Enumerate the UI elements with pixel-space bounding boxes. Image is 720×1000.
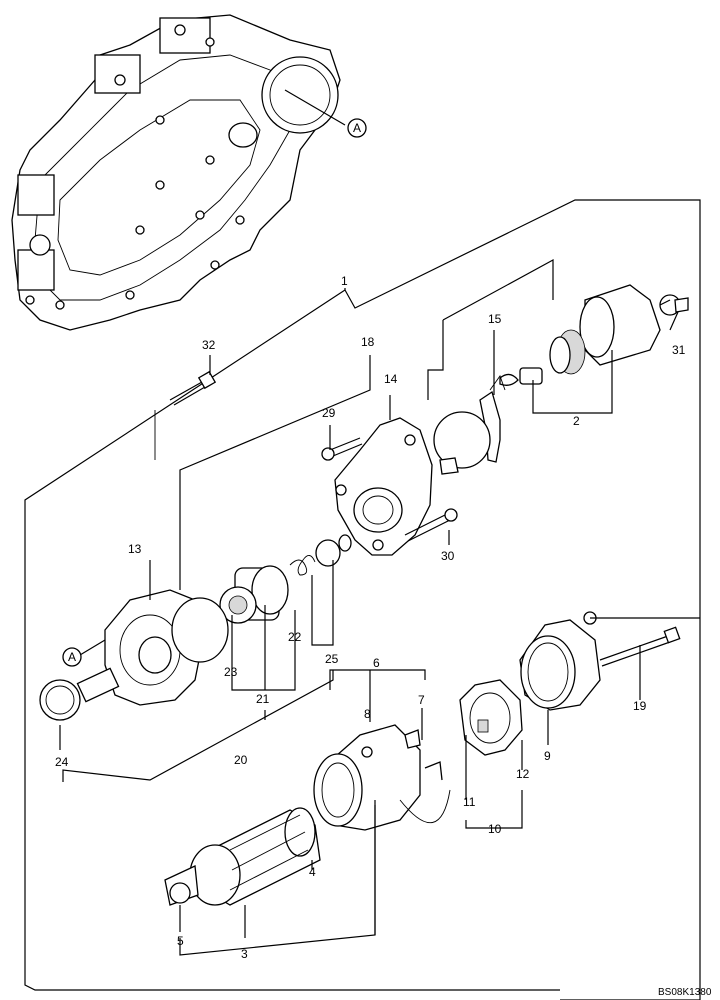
callout-25: 25 (325, 652, 339, 666)
gear-housing (334, 417, 433, 556)
rear-cover (519, 619, 601, 711)
packing-ring (433, 411, 491, 475)
callout-5: 5 (177, 934, 184, 948)
reference-marker-a-top: A (347, 118, 367, 138)
pinion-gear (39, 667, 120, 721)
callout-3: 3 (241, 947, 248, 961)
callout-labels: 1 2 3 4 5 6 7 8 9 10 11 12 13 14 15 18 1… (55, 274, 686, 961)
callout-15: 15 (488, 312, 502, 326)
callout-7: 7 (418, 693, 425, 707)
bolt-32 (154, 370, 217, 460)
callout-19: 19 (633, 699, 647, 713)
armature (164, 807, 321, 906)
flywheel-housing (11, 14, 346, 331)
assembly-outline-left (24, 289, 560, 991)
callout-9: 9 (544, 749, 551, 763)
callout-8: 8 (364, 707, 371, 721)
callout-14: 14 (384, 372, 398, 386)
bolt-30 (404, 508, 458, 542)
marker-text: A (68, 650, 76, 664)
callout-30: 30 (441, 549, 455, 563)
callout-21: 21 (256, 692, 270, 706)
callout-4: 4 (309, 865, 316, 879)
callout-6: 6 (373, 656, 380, 670)
callout-32: 32 (202, 338, 216, 352)
leader-lines (59, 258, 700, 956)
through-bolt-19 (583, 611, 681, 667)
solenoid-switch (499, 284, 689, 386)
reference-marker-a-left: A (62, 639, 106, 667)
callout-11: 11 (463, 795, 476, 809)
yoke (313, 724, 451, 831)
callout-2: 2 (573, 414, 580, 428)
spring-collar (289, 534, 352, 576)
marker-text: A (353, 121, 361, 135)
drawing-code: BS08K1380 (658, 987, 712, 998)
overrunning-clutch (219, 565, 289, 624)
callout-18: 18 (361, 335, 375, 349)
callout-12: 12 (516, 767, 530, 781)
callout-13: 13 (128, 542, 142, 556)
callout-29: 29 (322, 406, 336, 420)
assembly-outline-top (344, 199, 701, 1000)
callout-10: 10 (488, 822, 502, 836)
callout-22: 22 (288, 630, 302, 644)
screw-29 (321, 437, 363, 461)
front-housing (104, 589, 229, 706)
callout-23: 23 (224, 665, 238, 679)
callout-20: 20 (234, 753, 248, 767)
callout-1: 1 (341, 274, 348, 288)
brush-holder (459, 679, 523, 756)
callout-24: 24 (55, 755, 69, 769)
callout-31: 31 (672, 343, 686, 357)
